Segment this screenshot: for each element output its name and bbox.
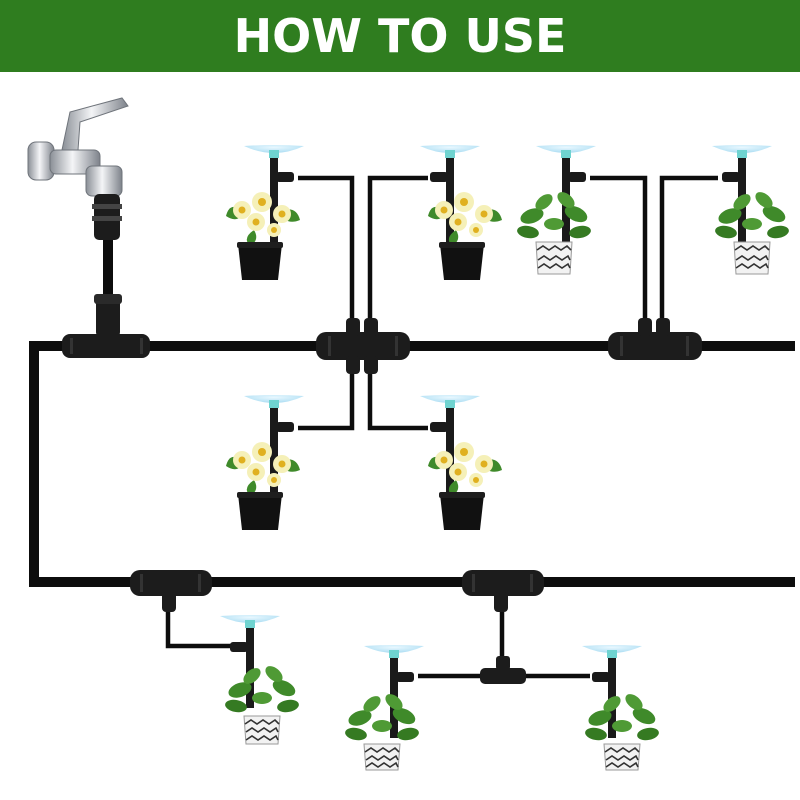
leafy-pot-icon — [585, 694, 659, 771]
sprinkler-icon — [244, 145, 304, 246]
connector-icon — [316, 318, 410, 374]
drip-line — [659, 175, 718, 322]
flower-pot-icon — [428, 442, 502, 530]
drip-line — [165, 612, 236, 649]
connector-icon — [130, 570, 212, 612]
sprinkler-icon — [420, 145, 480, 246]
connector-icon — [62, 294, 150, 358]
leafy-pot-icon — [345, 694, 419, 771]
sprinklers — [220, 145, 772, 738]
drip-line — [367, 175, 428, 322]
drip-line — [298, 175, 355, 322]
page-title: HOW TO USE — [233, 9, 567, 63]
tube-segment — [29, 341, 137, 587]
leafy-pot-icon — [715, 192, 789, 275]
drip-line — [367, 370, 428, 431]
flower-pot-icon — [226, 442, 300, 530]
leafy-pots — [225, 192, 789, 771]
connector-icon — [462, 570, 544, 612]
tubing-network — [29, 235, 795, 587]
drip-line — [298, 370, 355, 431]
flower-pots — [226, 192, 502, 530]
leafy-pot-icon — [517, 192, 591, 275]
faucet-icon — [27, 97, 129, 240]
sprinkler-icon — [420, 395, 480, 496]
title-banner: HOW TO USE — [0, 0, 800, 72]
sprinkler-icon — [220, 615, 280, 708]
drip-line — [590, 175, 648, 322]
flower-pot-icon — [428, 192, 502, 280]
connector-icon — [480, 656, 526, 684]
leafy-pot-icon — [225, 666, 299, 745]
connector-icon — [608, 318, 702, 360]
drip-lines — [165, 175, 718, 679]
sprinkler-icon — [244, 395, 304, 496]
flower-pot-icon — [226, 192, 300, 280]
